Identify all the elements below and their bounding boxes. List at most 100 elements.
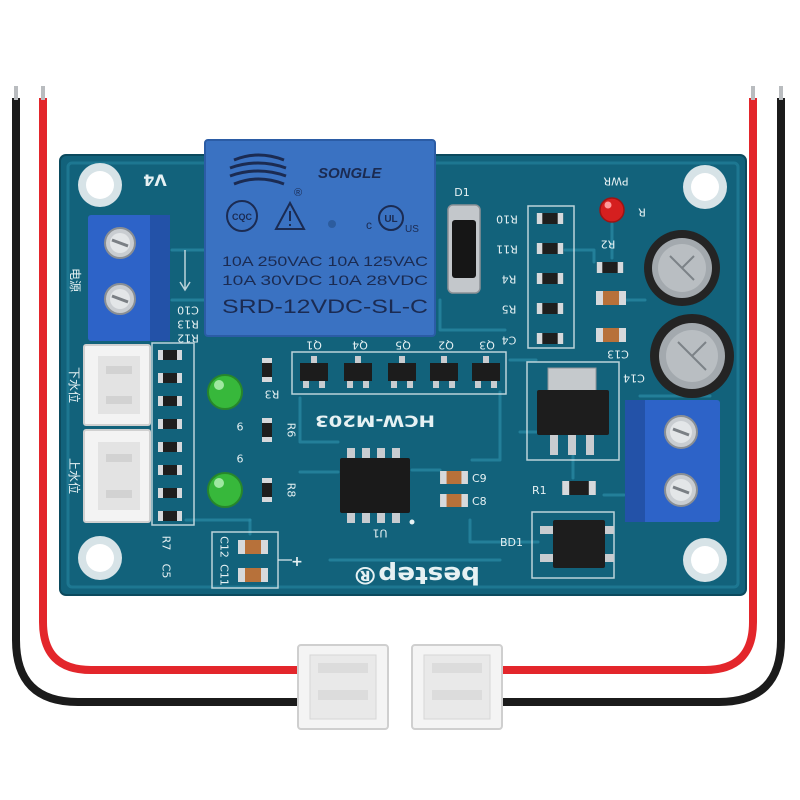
right-red-wire xyxy=(498,98,757,674)
label-c14: C14 xyxy=(623,372,645,385)
smd-resistor-r2 xyxy=(596,262,624,273)
transistor-q2 xyxy=(430,356,458,388)
label-led-mark-1: 9 xyxy=(237,420,244,433)
label-r2: R2 xyxy=(601,238,616,251)
ic-u1 xyxy=(340,448,415,525)
load-terminal-block xyxy=(88,215,170,341)
silkscreen-labels: V4 D1 PWR R R10 R11 R4 R5 C4 R2 C13 C14 … xyxy=(67,171,646,590)
relay-registered-mark: ® xyxy=(294,187,302,199)
smd-resistor-r10 xyxy=(536,213,564,224)
ul-mark-text: UL xyxy=(384,214,397,225)
diode-d1 xyxy=(447,204,481,294)
label-c5: C5 xyxy=(160,564,173,579)
label-r6: R6 xyxy=(285,423,298,438)
transistor-q1 xyxy=(300,356,328,388)
left-red-wire xyxy=(39,98,302,674)
smd-capacitor-c8 xyxy=(440,494,468,507)
electrolytic-capacitor-upper xyxy=(644,230,720,306)
label-led-mark-2: 9 xyxy=(237,452,244,465)
smd-capacitor xyxy=(596,328,626,342)
power-terminal-block xyxy=(625,400,720,522)
smd-resistor xyxy=(158,511,182,521)
cqc-mark-icon: CQC xyxy=(226,200,258,232)
ul-us-mark: US xyxy=(405,224,419,235)
transistor-row xyxy=(300,356,500,388)
label-r7: R7 xyxy=(160,536,173,551)
label-c13: C13 xyxy=(607,348,629,361)
screw-icon xyxy=(104,227,136,259)
label-c9: C9 xyxy=(472,472,487,485)
smd-capacitor-c12 xyxy=(238,540,268,554)
label-d1: D1 xyxy=(454,186,469,199)
label-c8: C8 xyxy=(472,495,487,508)
label-pwr: PWR xyxy=(603,175,629,188)
board-model: HCW-M203 xyxy=(315,412,435,431)
transistor-q5 xyxy=(388,356,416,388)
terminal-side xyxy=(150,215,170,341)
board-version: V4 xyxy=(143,171,167,190)
relay-model: SRD-12VDC-SL-C xyxy=(222,297,428,318)
label-q3: Q3 xyxy=(479,339,495,352)
lower-level-label: 下水位 xyxy=(67,367,82,403)
smd-resistor-r6 xyxy=(262,418,272,442)
relay-rating-line-1: 10A 250VAC 10A 125VAC xyxy=(222,253,428,269)
right-black-wire xyxy=(498,98,785,706)
stripped-wire-tip xyxy=(751,86,755,100)
label-r8: R8 xyxy=(285,483,298,498)
jst-socket-upper-level xyxy=(83,429,151,523)
songle-logo-icon xyxy=(229,153,287,186)
screw-icon xyxy=(664,415,698,449)
smd-resistor-r8 xyxy=(262,478,272,502)
smd-resistor xyxy=(158,350,182,360)
mounting-hole-bottom-left xyxy=(78,536,122,580)
smd-resistor xyxy=(158,465,182,475)
label-q1: Q1 xyxy=(306,339,322,352)
mounting-hole-top-left xyxy=(78,163,122,207)
ul-c-mark: c xyxy=(366,218,372,232)
smd-capacitor xyxy=(596,291,626,305)
left-black-wire xyxy=(12,98,302,706)
ul-mark-icon: UL xyxy=(378,205,404,231)
smd-resistor xyxy=(158,373,182,383)
label-r3: R3 xyxy=(265,388,280,401)
board-brand: bestep® xyxy=(352,561,480,589)
cqc-mark-text: CQC xyxy=(232,212,253,222)
upper-level-label: 上水位 xyxy=(67,458,82,494)
smd-capacitor-c11 xyxy=(238,568,268,582)
smd-resistor-r5 xyxy=(536,303,564,314)
smd-resistor xyxy=(158,419,182,429)
label-r4: R4 xyxy=(502,273,517,286)
transistor-q4 xyxy=(344,356,372,388)
label-c11: C11 xyxy=(218,564,231,586)
label-r-led: R xyxy=(638,206,646,219)
smd-resistor-r1 xyxy=(562,481,596,495)
relay-brand: SONGLE xyxy=(318,165,382,182)
screw-icon xyxy=(104,283,136,315)
jst-socket-lower-level xyxy=(83,344,151,426)
relay-body xyxy=(204,139,436,337)
smd-capacitor-c4 xyxy=(536,333,564,344)
led-lower-level-green xyxy=(207,374,243,410)
jst-plug-right xyxy=(411,644,503,730)
stripped-wire-tip xyxy=(41,86,45,100)
label-r12: R12 xyxy=(177,332,199,345)
led-power-red xyxy=(599,197,625,223)
stripped-wire-tip xyxy=(14,86,18,100)
terminal-label: 电源 xyxy=(68,268,82,292)
smd-resistor-r11 xyxy=(536,243,564,254)
relay-vent-hole xyxy=(328,220,336,228)
wire-harness xyxy=(12,86,785,706)
warning-triangle-icon xyxy=(274,200,306,230)
label-u1: U1 xyxy=(372,527,387,540)
label-r10: R10 xyxy=(496,213,518,226)
label-q5: Q5 xyxy=(395,339,411,352)
pcb-traces xyxy=(170,222,712,562)
label-r1: R1 xyxy=(532,484,547,497)
transistor-q3 xyxy=(472,356,500,388)
label-q4: Q4 xyxy=(352,339,368,352)
label-c12: C12 xyxy=(218,536,231,558)
smd-resistor xyxy=(158,488,182,498)
label-r11: R11 xyxy=(496,243,518,256)
smd-resistor xyxy=(158,396,182,406)
silkscreen-outlines xyxy=(151,205,620,589)
